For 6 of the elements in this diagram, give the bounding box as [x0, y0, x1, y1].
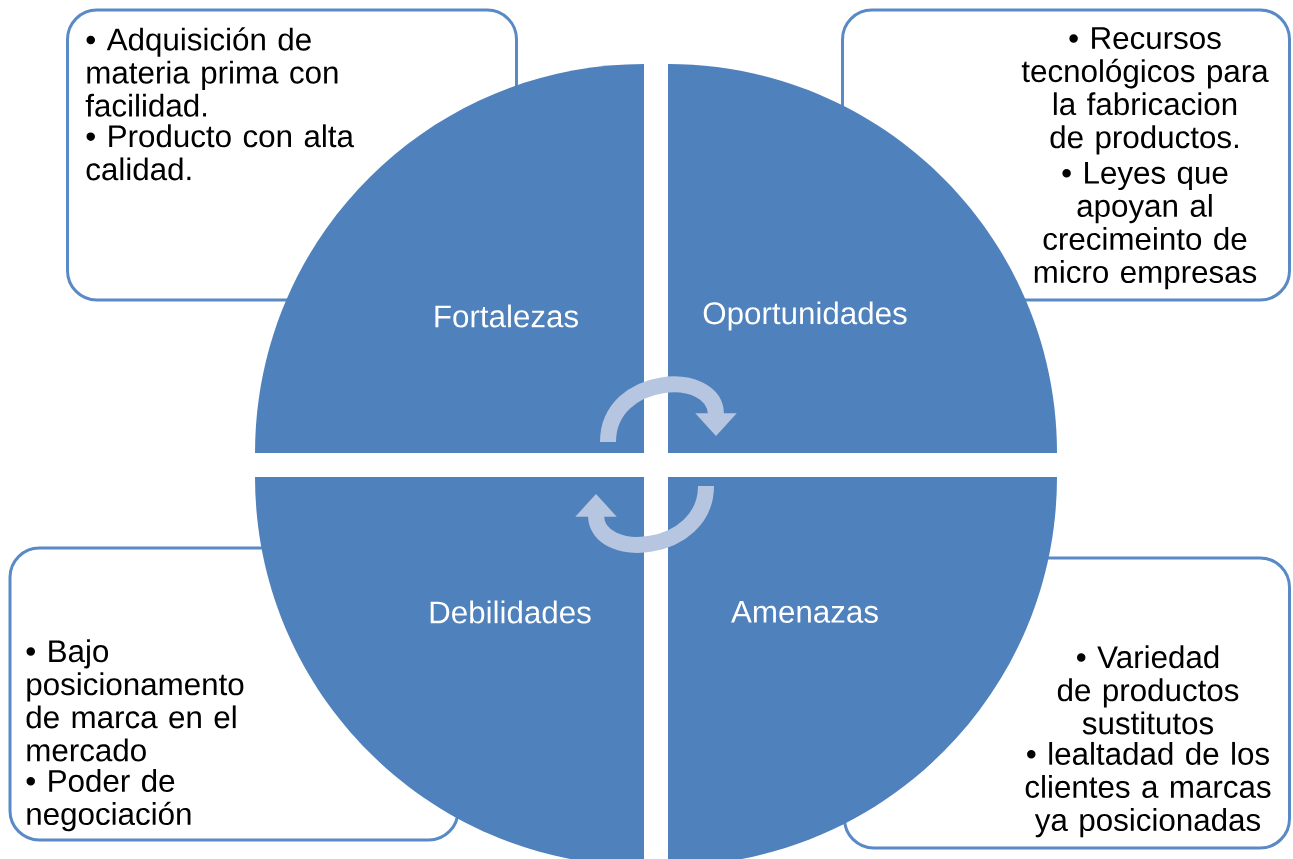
curved-arrow: [575, 484, 714, 553]
quadrant: Debilidades: [255, 477, 644, 859]
bullet-item: • Variedad de productos sustitutos: [1057, 645, 1239, 735]
curved-arrow: [600, 376, 737, 444]
bullet-item: • Bajo posicionamento de marca en el mercado: [26, 639, 244, 762]
bullet-item: • Poder de negociación: [26, 769, 191, 832]
